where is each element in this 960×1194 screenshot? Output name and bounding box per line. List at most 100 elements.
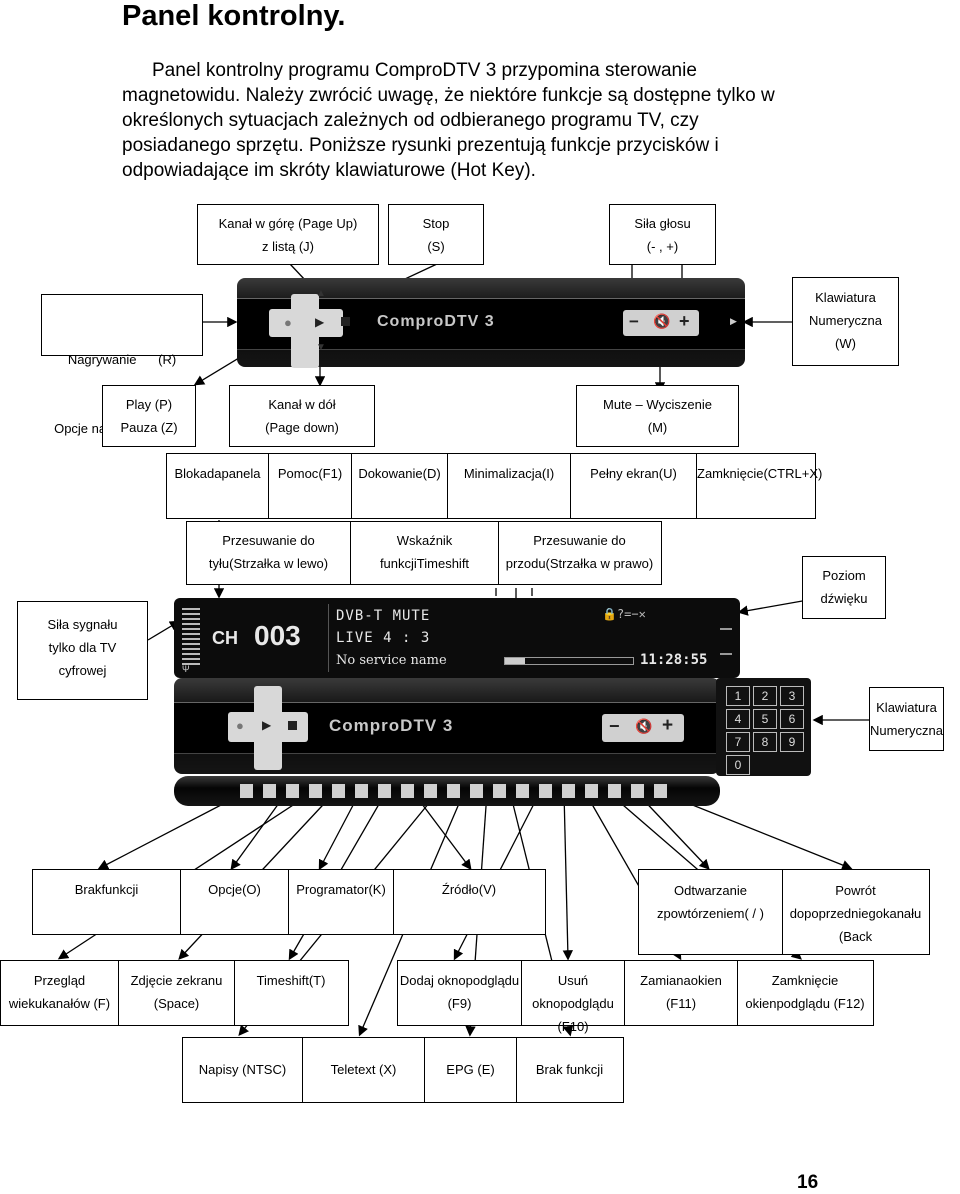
stop-button[interactable] [288,721,297,730]
label-text: Odtwarzanie z [657,883,747,921]
paragraph-line: posiadanego sprzętu. Poniższe rysunki pr… [122,135,719,156]
paragraph-line: określonych sytuacjach zależnych od odbi… [122,110,699,131]
keypad-key[interactable]: 4 [726,709,750,729]
volume-down-button[interactable]: − [629,312,639,331]
snapshot-label: Zdjęcie zekranu (Space) [119,961,235,1025]
volume-group: − 🔇 + [602,714,684,742]
close-label: Zamknięcie(CTRL+X) [697,454,822,518]
label-text: (U) [658,466,677,481]
label-text: (S) [427,239,445,254]
keypad-key[interactable]: 3 [780,686,804,706]
keypad-key[interactable]: 7 [726,732,750,752]
lcd-line-3: No service name [336,653,447,668]
expand-keypad-icon[interactable]: ▶ [730,316,737,326]
window-buttons-icons[interactable]: 🔒?=−✕ [602,607,646,621]
label-audio-level: Poziom dźwięku [802,556,886,619]
function-bar [174,776,720,806]
label-text: (I) [541,466,555,481]
label-text: Siła sygnału [47,617,118,632]
keypad-key[interactable]: 5 [753,709,777,729]
label-text: okien (F11) [665,973,722,1011]
label-text: Pauza (Z) [120,420,178,435]
keypad-key[interactable]: 2 [753,686,777,706]
label-signal-strength: Siła sygnału tylko dla TV cyfrowej [17,601,148,700]
divider [328,604,329,672]
timeshift-bar[interactable] [504,657,634,665]
play-button[interactable]: ▶ [262,718,272,732]
timeshift-labels-row: Przesuwanie do tyłu(Strzałka w lewo) Wsk… [186,521,662,585]
label-text: Programator [296,882,369,897]
no-function-label: Brakfunkcji [33,870,181,934]
label-text: (Strzałka w lewo) [229,556,329,571]
keypad-key[interactable]: 8 [753,732,777,752]
label-volume: Siła głosu (- , +) [609,204,716,265]
label-text: funkcji [101,882,139,897]
label-text: tylko dla TV [48,640,117,655]
options-label: Opcje(O) [181,870,289,934]
record-button[interactable]: ● [236,718,244,733]
volume-up-button[interactable]: + [679,311,690,331]
mute-icon[interactable]: 🔇 [653,313,671,329]
label-text: Siła głosu [634,216,691,231]
keypad-key[interactable]: 0 [726,755,750,775]
channel-prefix: CH [212,628,238,648]
function-icons[interactable] [240,784,670,798]
bottom-row-2-left: Przegląd wiekukanałów (F) Zdjęcie zekran… [0,960,349,1026]
label-text: poprzedniego [804,906,883,921]
volume-down-button[interactable]: − [609,716,620,736]
label-text: Przegląd wieku [8,973,86,1011]
paragraph-line: magnetowidu. Należy zwrócić uwagę, że ni… [122,85,775,106]
paragraph-line: Panel kontrolny programu ComproDTV 3 prz… [152,60,697,81]
label-text: Powrót do [789,883,876,921]
label-text: Numeryczna [809,313,882,328]
clock: 11:28:55 [640,652,708,668]
keypad-key[interactable]: 6 [780,709,804,729]
record-button[interactable]: ● [284,315,292,330]
stop-button[interactable] [341,317,350,326]
label-text: Kanał w dół [268,397,336,412]
label-channel-down: Kanał w dół (Page down) [229,385,375,447]
play-button[interactable]: ▶ [315,315,325,329]
label-text: Zdjęcie z [130,973,183,988]
label-text: podglądu (F12) [776,996,865,1011]
bottom-row-2-right: Dodaj oknopodglądu (F9) Usuń oknopodgląd… [397,960,874,1034]
label-text: (Strzałka w prawo) [545,556,654,571]
teletext-label: Teletext (X) [303,1038,425,1102]
label-text: kanału (Back [838,906,922,944]
mute-icon[interactable]: 🔇 [635,718,653,734]
keypad-key[interactable]: 1 [726,686,750,706]
keypad-key[interactable]: 9 [780,732,804,752]
previous-channel-label: Powrót dopoprzedniegokanału (Back [783,870,928,954]
label-text: (- , +) [646,239,679,254]
intro-paragraph: Panel kontrolny programu ComproDTV 3 prz… [122,58,822,183]
captions-label: Napisy (NTSC) [183,1038,303,1102]
remove-pip-label: Usuń oknopodglądu (F10) [522,961,625,1034]
label-text: Przesuwanie do przodu [505,533,626,571]
scheduler-label: Programator(K) [289,870,394,934]
channel-preview-label: Przegląd wiekukanałów (F) [1,961,119,1025]
label-text: Poziom [822,568,866,583]
channel-up-button[interactable]: ▲ [316,288,326,299]
label-text: Przesuwanie do tyłu [208,533,315,571]
repeat-playback-label: Odtwarzanie zpowtórzeniem( / ) [639,870,783,954]
antenna-icon: Ψ [182,664,190,674]
label-text: (K) [368,882,386,897]
label-text: (W) [835,336,856,351]
label-text: podglądu (F9) [447,973,520,1011]
page-title: Panel kontrolny. [122,0,346,32]
channel-down-button[interactable]: ▼ [316,342,326,353]
label-text: Numeryczna [870,723,943,738]
lock-panel-label: Blokadapanela [167,454,269,518]
label-text: (T) [308,973,326,988]
source-label: Źródło(V) [394,870,544,934]
label-text: Zamiana [640,973,691,988]
label-stop: Stop (S) [388,204,484,265]
close-pip-label: Zamknięcie okienpodglądu (F12) [738,961,872,1025]
dpad-horizontal [269,309,343,337]
label-text: Wskaźnik funkcji [379,533,453,571]
label-text: Pomoc [277,466,319,481]
label-mute: Mute – Wyciszenie (M) [576,385,739,447]
forward-label: Przesuwanie do przodu(Strzałka w prawo) [499,522,660,584]
volume-up-button[interactable]: + [662,715,674,736]
